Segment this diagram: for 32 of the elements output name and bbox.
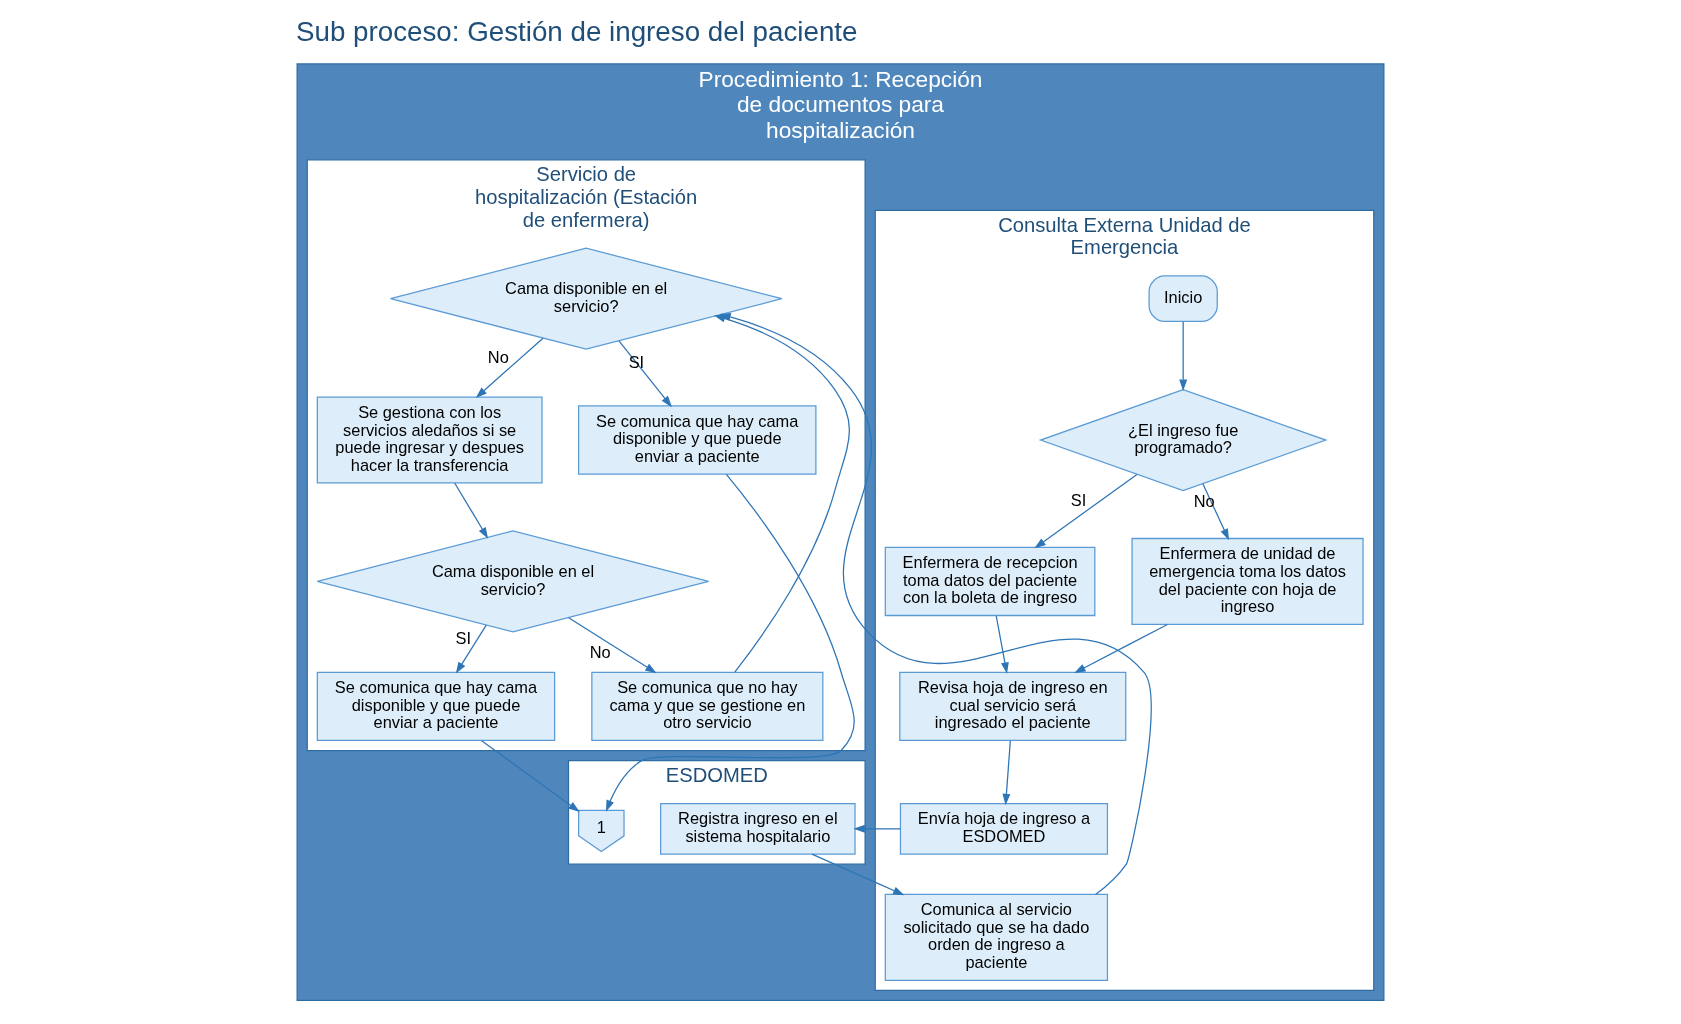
arrow (1034, 473, 1138, 549)
node-box: Se gestiona con los servicios aledaños si se puede ingresar y despues hacer la transferencia (316, 396, 543, 484)
arrow (1179, 321, 1188, 391)
node-box: Inicio (1148, 275, 1218, 323)
node-box: Se comunica que hay cama disponible y que puede enviar a paciente (577, 405, 817, 475)
arrow (480, 740, 580, 812)
node-box: Se comunica que no hay cama y que se gestione en otro servicio (591, 671, 824, 742)
node-box: Comunica al servicio solicitado que se ha dado orden de ingreso a paciente (884, 893, 1109, 981)
node-box: Enfermera de unidad de emergencia toma los datos del paciente con hoja de ingreso (1131, 537, 1364, 625)
edge-label: SI (1070, 491, 1087, 510)
node-box: Envía hoja de ingreso a ESDOMED (899, 802, 1109, 855)
arrow (475, 337, 544, 398)
arrow (811, 853, 905, 896)
diagram-title: Sub proceso: Gestión de ingreso del paciente (295, 15, 858, 47)
node-diamond: ¿El ingreso fue programado? (1038, 388, 1328, 492)
arrow (455, 624, 487, 674)
node-diamond: Cama disponible en el servicio? (316, 530, 710, 633)
arrow (1002, 740, 1011, 806)
edge-label: No (589, 642, 611, 661)
arrow (1074, 623, 1169, 674)
node-box: Revisa hoja de ingreso en cual servicio será ingresado el paciente (899, 671, 1127, 742)
node-box: Enfermera de recepcion toma datos del paciente con la boleta de ingreso (884, 546, 1096, 617)
arrow (853, 824, 901, 833)
node-diamond: Cama disponible en el servicio? (389, 247, 783, 350)
arrow (606, 473, 855, 812)
node-box: Registra ingreso en el sistema hospitalario (660, 802, 856, 855)
arrow (995, 615, 1009, 674)
arrow (454, 482, 489, 539)
arrow (618, 340, 672, 408)
node-box: Se comunica que hay cama disponible y que puede enviar a paciente (316, 671, 556, 742)
arrow (568, 617, 657, 674)
edge-label: No (487, 348, 509, 367)
